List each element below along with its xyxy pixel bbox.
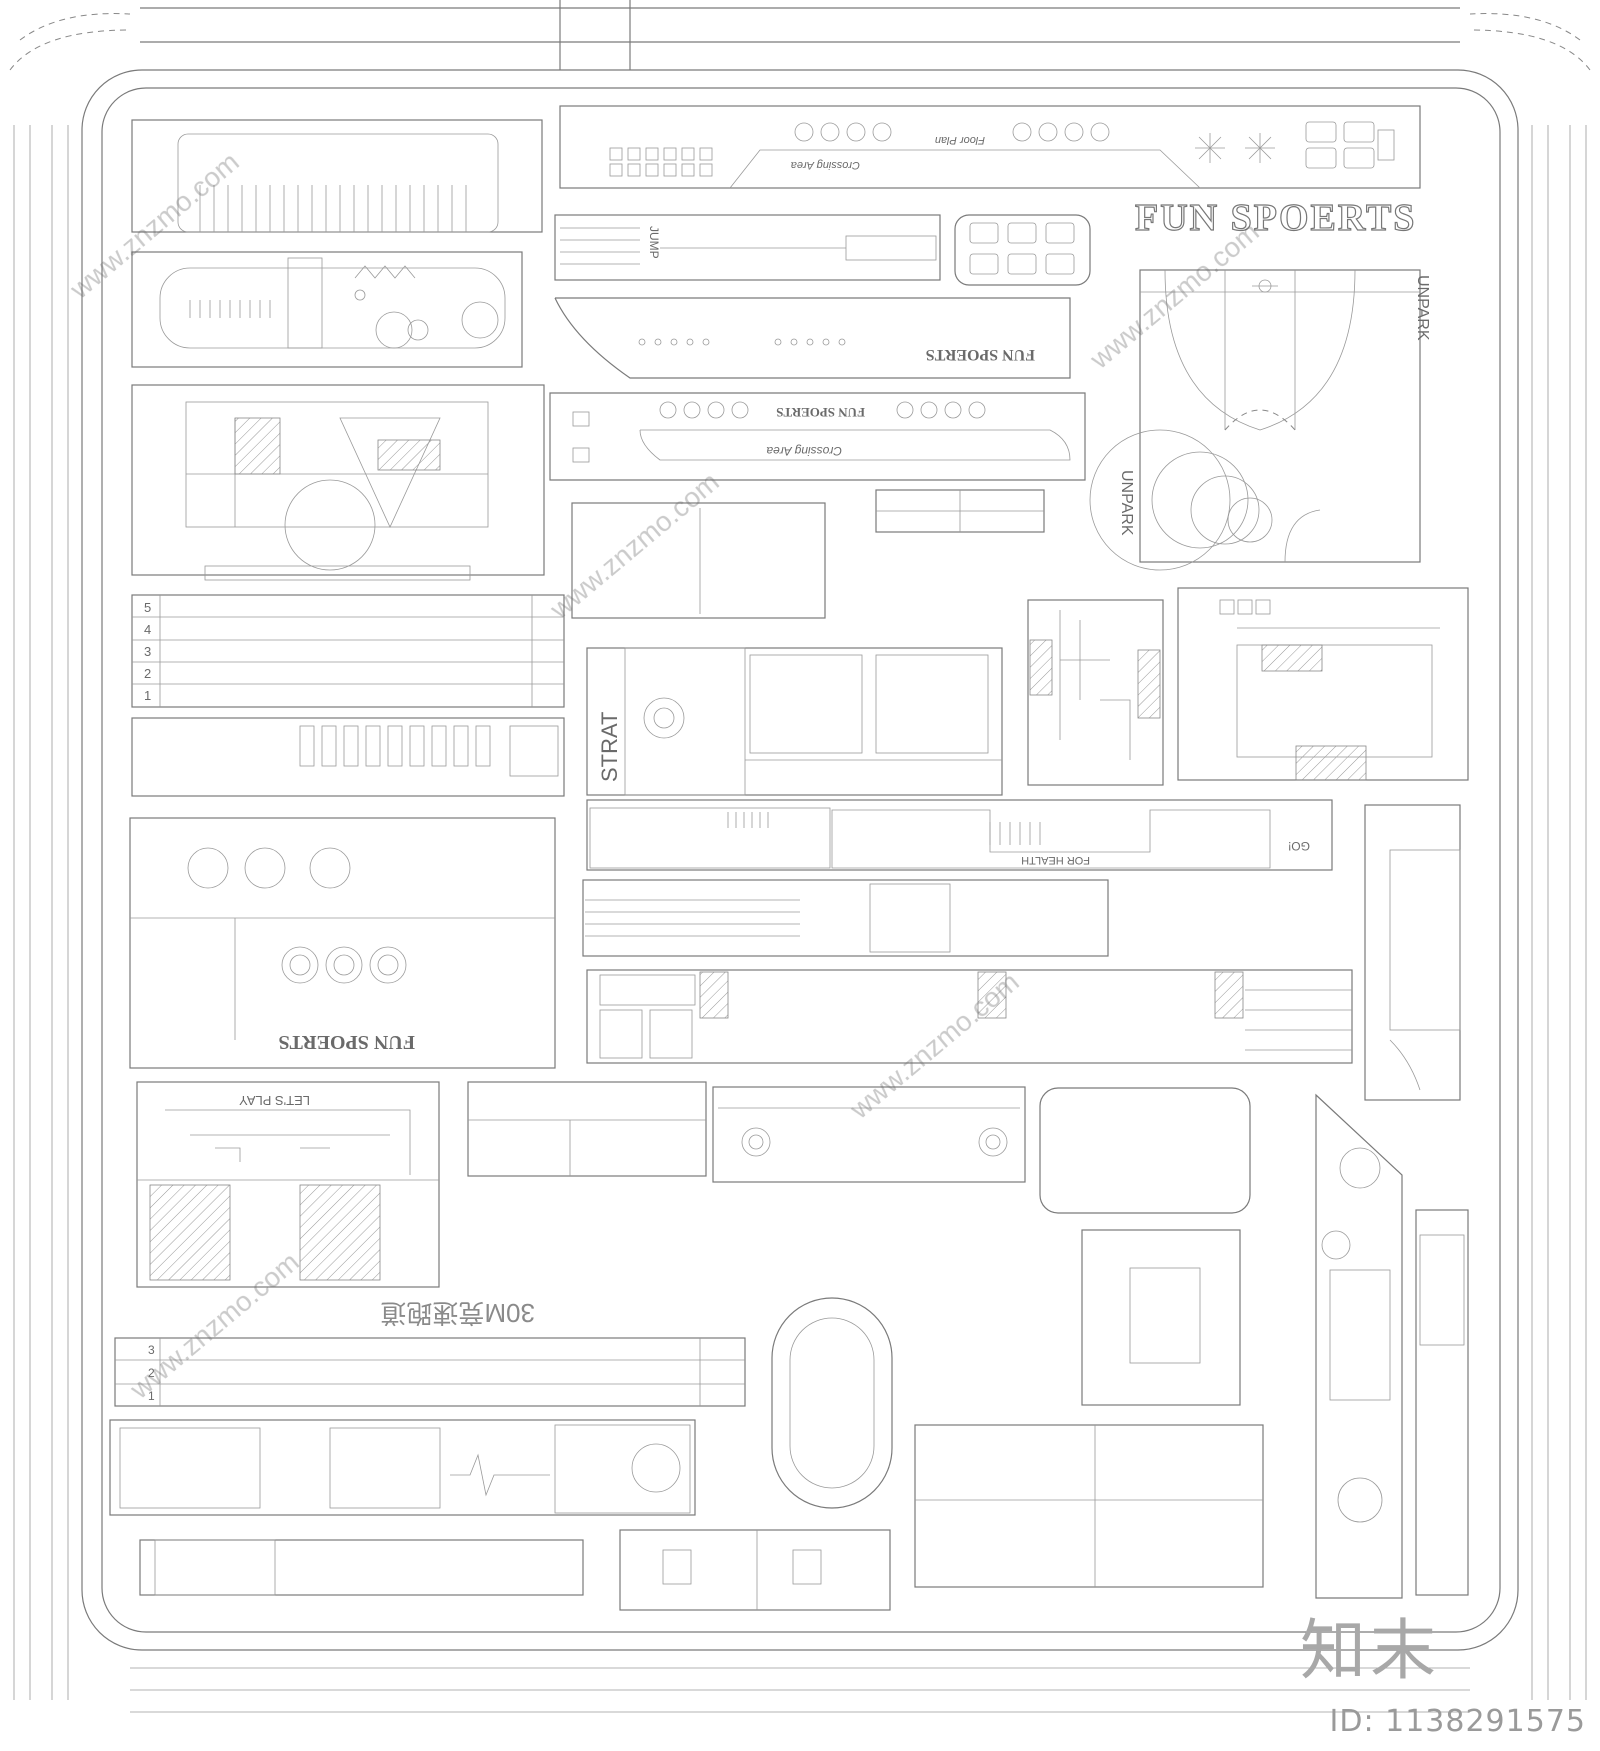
health-track-row: [582, 879, 1109, 957]
floor-plan-label: Floor Plan: [935, 134, 985, 146]
brand-watermark: 知末: [1300, 1612, 1440, 1689]
window-frames: [619, 1529, 891, 1611]
svg-text:www.znzmo.com: www.znzmo.com: [1083, 216, 1265, 375]
stripe-zone: [131, 717, 565, 797]
strat-label: STRAT: [597, 712, 622, 782]
fitness-pad: [954, 214, 1091, 286]
maze-board-left: [1027, 599, 1164, 786]
svg-text:www.znzmo.com: www.znzmo.com: [843, 966, 1025, 1125]
spider-web-strip: [712, 1086, 1026, 1183]
lane-3-label: 3: [144, 644, 151, 659]
bottom-activity-strip: [109, 1419, 696, 1516]
sprint-track: 1 2 3: [114, 1337, 746, 1407]
crossing-strip-top: Floor Plan Crossing Area: [559, 105, 1421, 189]
svg-text:www.znzmo.com: www.znzmo.com: [543, 466, 725, 625]
for-health-label: FOR HEALTH: [1021, 854, 1090, 866]
footprint-grid: [875, 489, 1045, 533]
jump-grid-strip: [586, 969, 1353, 1064]
svg-text:www.znzmo.com: www.znzmo.com: [63, 146, 245, 305]
jump-strip: JUMP: [554, 214, 941, 281]
open-play-frame: [571, 502, 826, 619]
sprint-lane-3: 3: [148, 1343, 155, 1357]
site-boundary: [9, 0, 1591, 1713]
footprint-board: [467, 1081, 707, 1177]
image-id-watermark: ID: 1138291575: [1329, 1704, 1586, 1739]
sprint-lane-2: 2: [148, 1366, 155, 1380]
running-strip: [1364, 804, 1461, 1101]
sprint-title: 30M竞速跑道: [380, 1298, 535, 1328]
recovery-zone: [131, 119, 543, 233]
lane-2-label: 2: [144, 666, 151, 681]
lane-5-label: 5: [144, 600, 151, 615]
jump-label: JUMP: [647, 226, 661, 259]
rubber-track-strip: [1315, 1093, 1403, 1599]
site-watermark: www.znzmo.com www.znzmo.com www.znzmo.co…: [63, 146, 1265, 1405]
grid-zone: [914, 1229, 1264, 1588]
wave-track-strip: [131, 251, 523, 368]
oval-track: [771, 1297, 893, 1509]
fun-sports-title: FUN SPOERTS: [1135, 197, 1416, 239]
fun-sports-mirror-1: FUN SPOERTS: [926, 346, 1035, 363]
maze-board-right: [1177, 587, 1469, 781]
fun-sports-mirror-2: FUN SPOERTS: [776, 405, 865, 420]
geometric-zone: [131, 384, 545, 581]
target-zone: FUN SPOERTS: [129, 817, 556, 1069]
slanted-crossing-strip: FUN SPOERTS: [554, 297, 1071, 379]
go-label: GO!: [1288, 839, 1310, 853]
unpark-label-left: UNPARK: [1118, 470, 1135, 536]
fun-sports-mirror-3: FUN SPOERTS: [278, 1031, 415, 1053]
five-lane-track: 1 2 3 4 5: [131, 594, 565, 708]
sprint-lane-1: 1: [148, 1389, 155, 1403]
hopscotch-strip: [139, 1539, 584, 1596]
for-health-strip: FOR HEALTH GO!: [586, 799, 1333, 871]
strat-playground: STRAT: [586, 647, 1003, 796]
lets-play-label: LET'S PLAY: [239, 1093, 310, 1108]
rounded-pad: [1039, 1087, 1251, 1214]
lane-1-label: 1: [144, 688, 151, 703]
crossing-arrow-strip: FUN SPOERTS Crossing Area: [549, 392, 1086, 481]
crossing-area-label-mid: Crossing Area: [766, 444, 842, 458]
lane-4-label: 4: [144, 622, 151, 637]
jump-column: [1415, 1209, 1469, 1596]
lets-play-zone: LET'S PLAY: [136, 1081, 440, 1288]
basketball-court: UNPARK UNPARK: [1089, 269, 1431, 571]
unpark-label-right: UNPARK: [1414, 275, 1431, 341]
crossing-area-label-top: Crossing Area: [791, 159, 860, 171]
